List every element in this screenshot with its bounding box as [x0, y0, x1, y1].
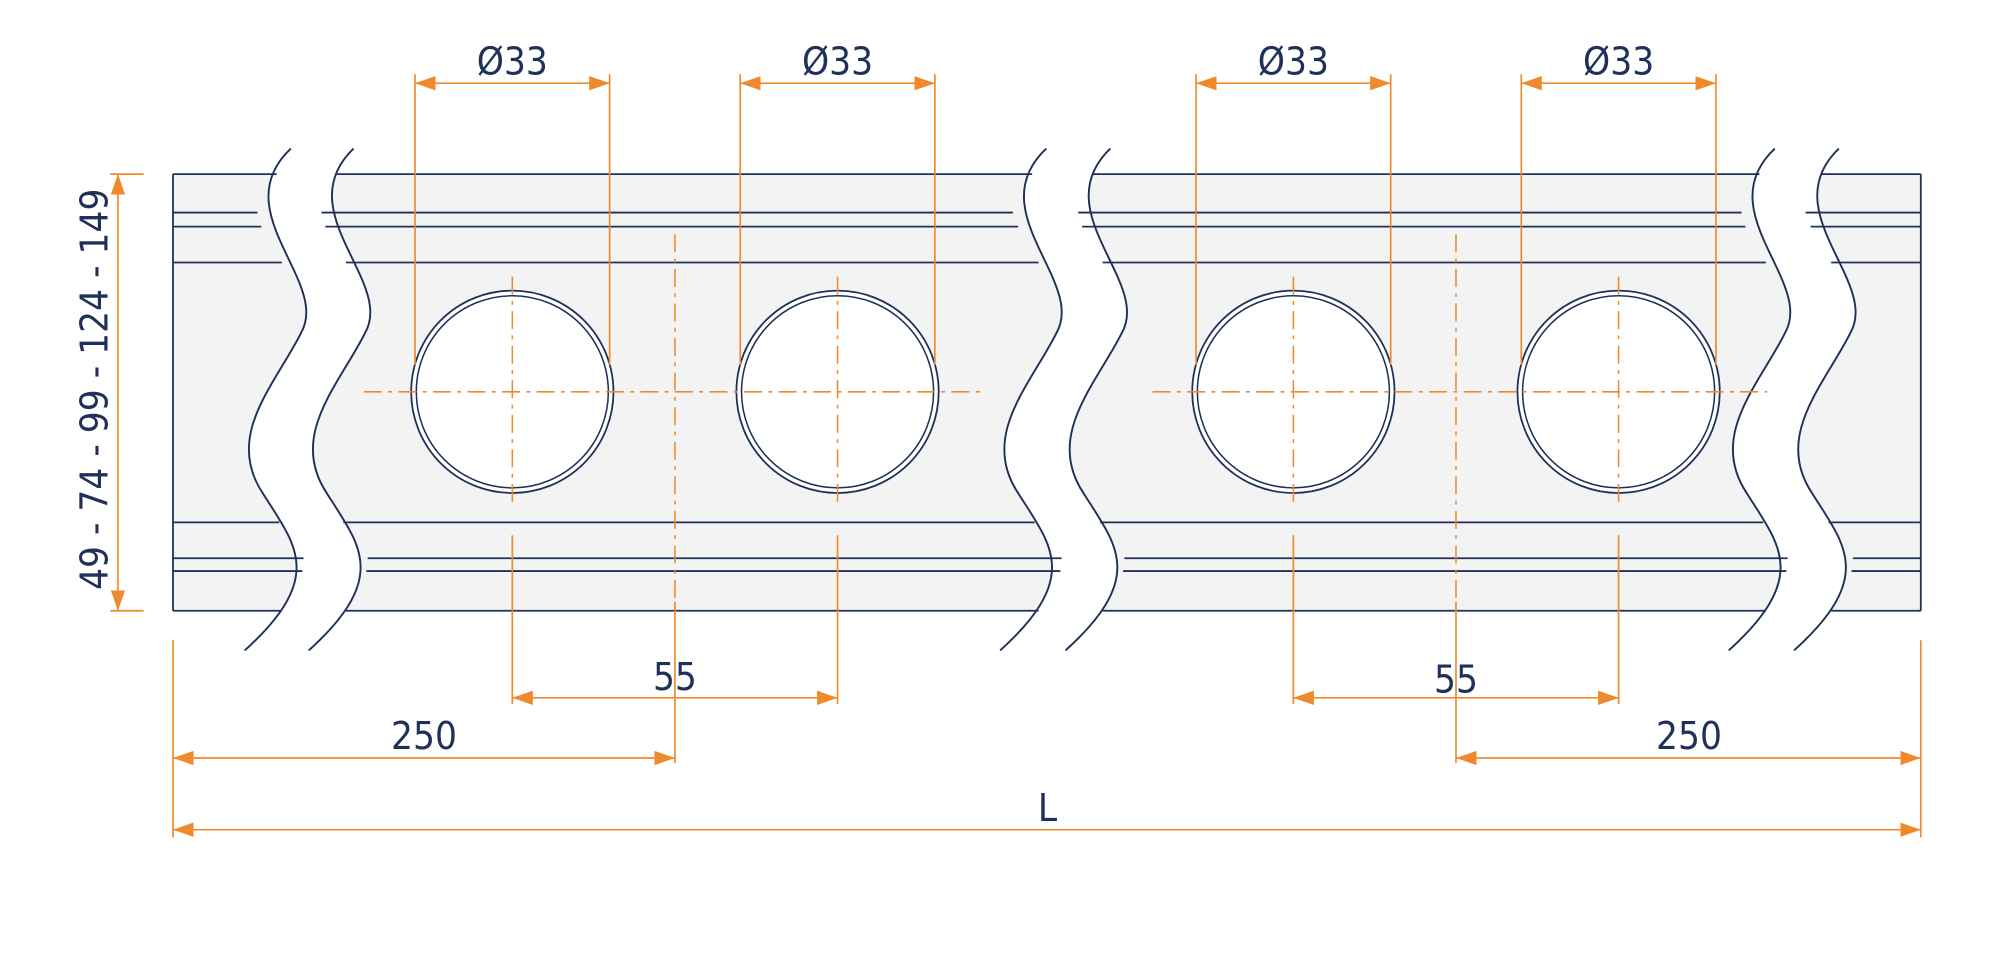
profile-segment-middle-right	[1065, 148, 1791, 651]
label-offset-right: 250	[1656, 714, 1722, 759]
profile-segment-middle-left	[308, 148, 1062, 651]
profile-segment-left	[173, 148, 307, 651]
break-line-3	[999, 147, 1063, 652]
break-line-2	[308, 147, 372, 652]
break-line-1	[244, 147, 308, 652]
break-line-5	[1728, 147, 1792, 652]
center-lines	[363, 234, 1768, 602]
break-line-6	[1793, 147, 1857, 652]
label-diameter-3: Ø33	[1258, 39, 1329, 84]
label-diameter-1: Ø33	[477, 39, 548, 84]
profile-segment-right	[1794, 148, 1921, 651]
break-line-4	[1064, 147, 1129, 652]
label-spacing-left: 55	[653, 655, 697, 700]
label-diameter-2: Ø33	[802, 39, 873, 84]
spacing-extension-lines	[172, 535, 1922, 838]
break-lines	[244, 147, 1857, 652]
rail-profile	[153, 128, 1947, 662]
label-offset-left: 250	[391, 714, 457, 759]
label-diameter-4: Ø33	[1583, 39, 1654, 84]
diameter-extension-lines	[414, 74, 1717, 365]
label-height-options: 49 - 74 - 99 - 124 - 149	[73, 189, 118, 590]
dimension-labels: Ø33 Ø33 Ø33 Ø33 55 55 250 250 L 49 - 74 …	[73, 39, 1722, 830]
label-total-length: L	[1038, 786, 1058, 831]
label-spacing-right: 55	[1434, 658, 1478, 703]
